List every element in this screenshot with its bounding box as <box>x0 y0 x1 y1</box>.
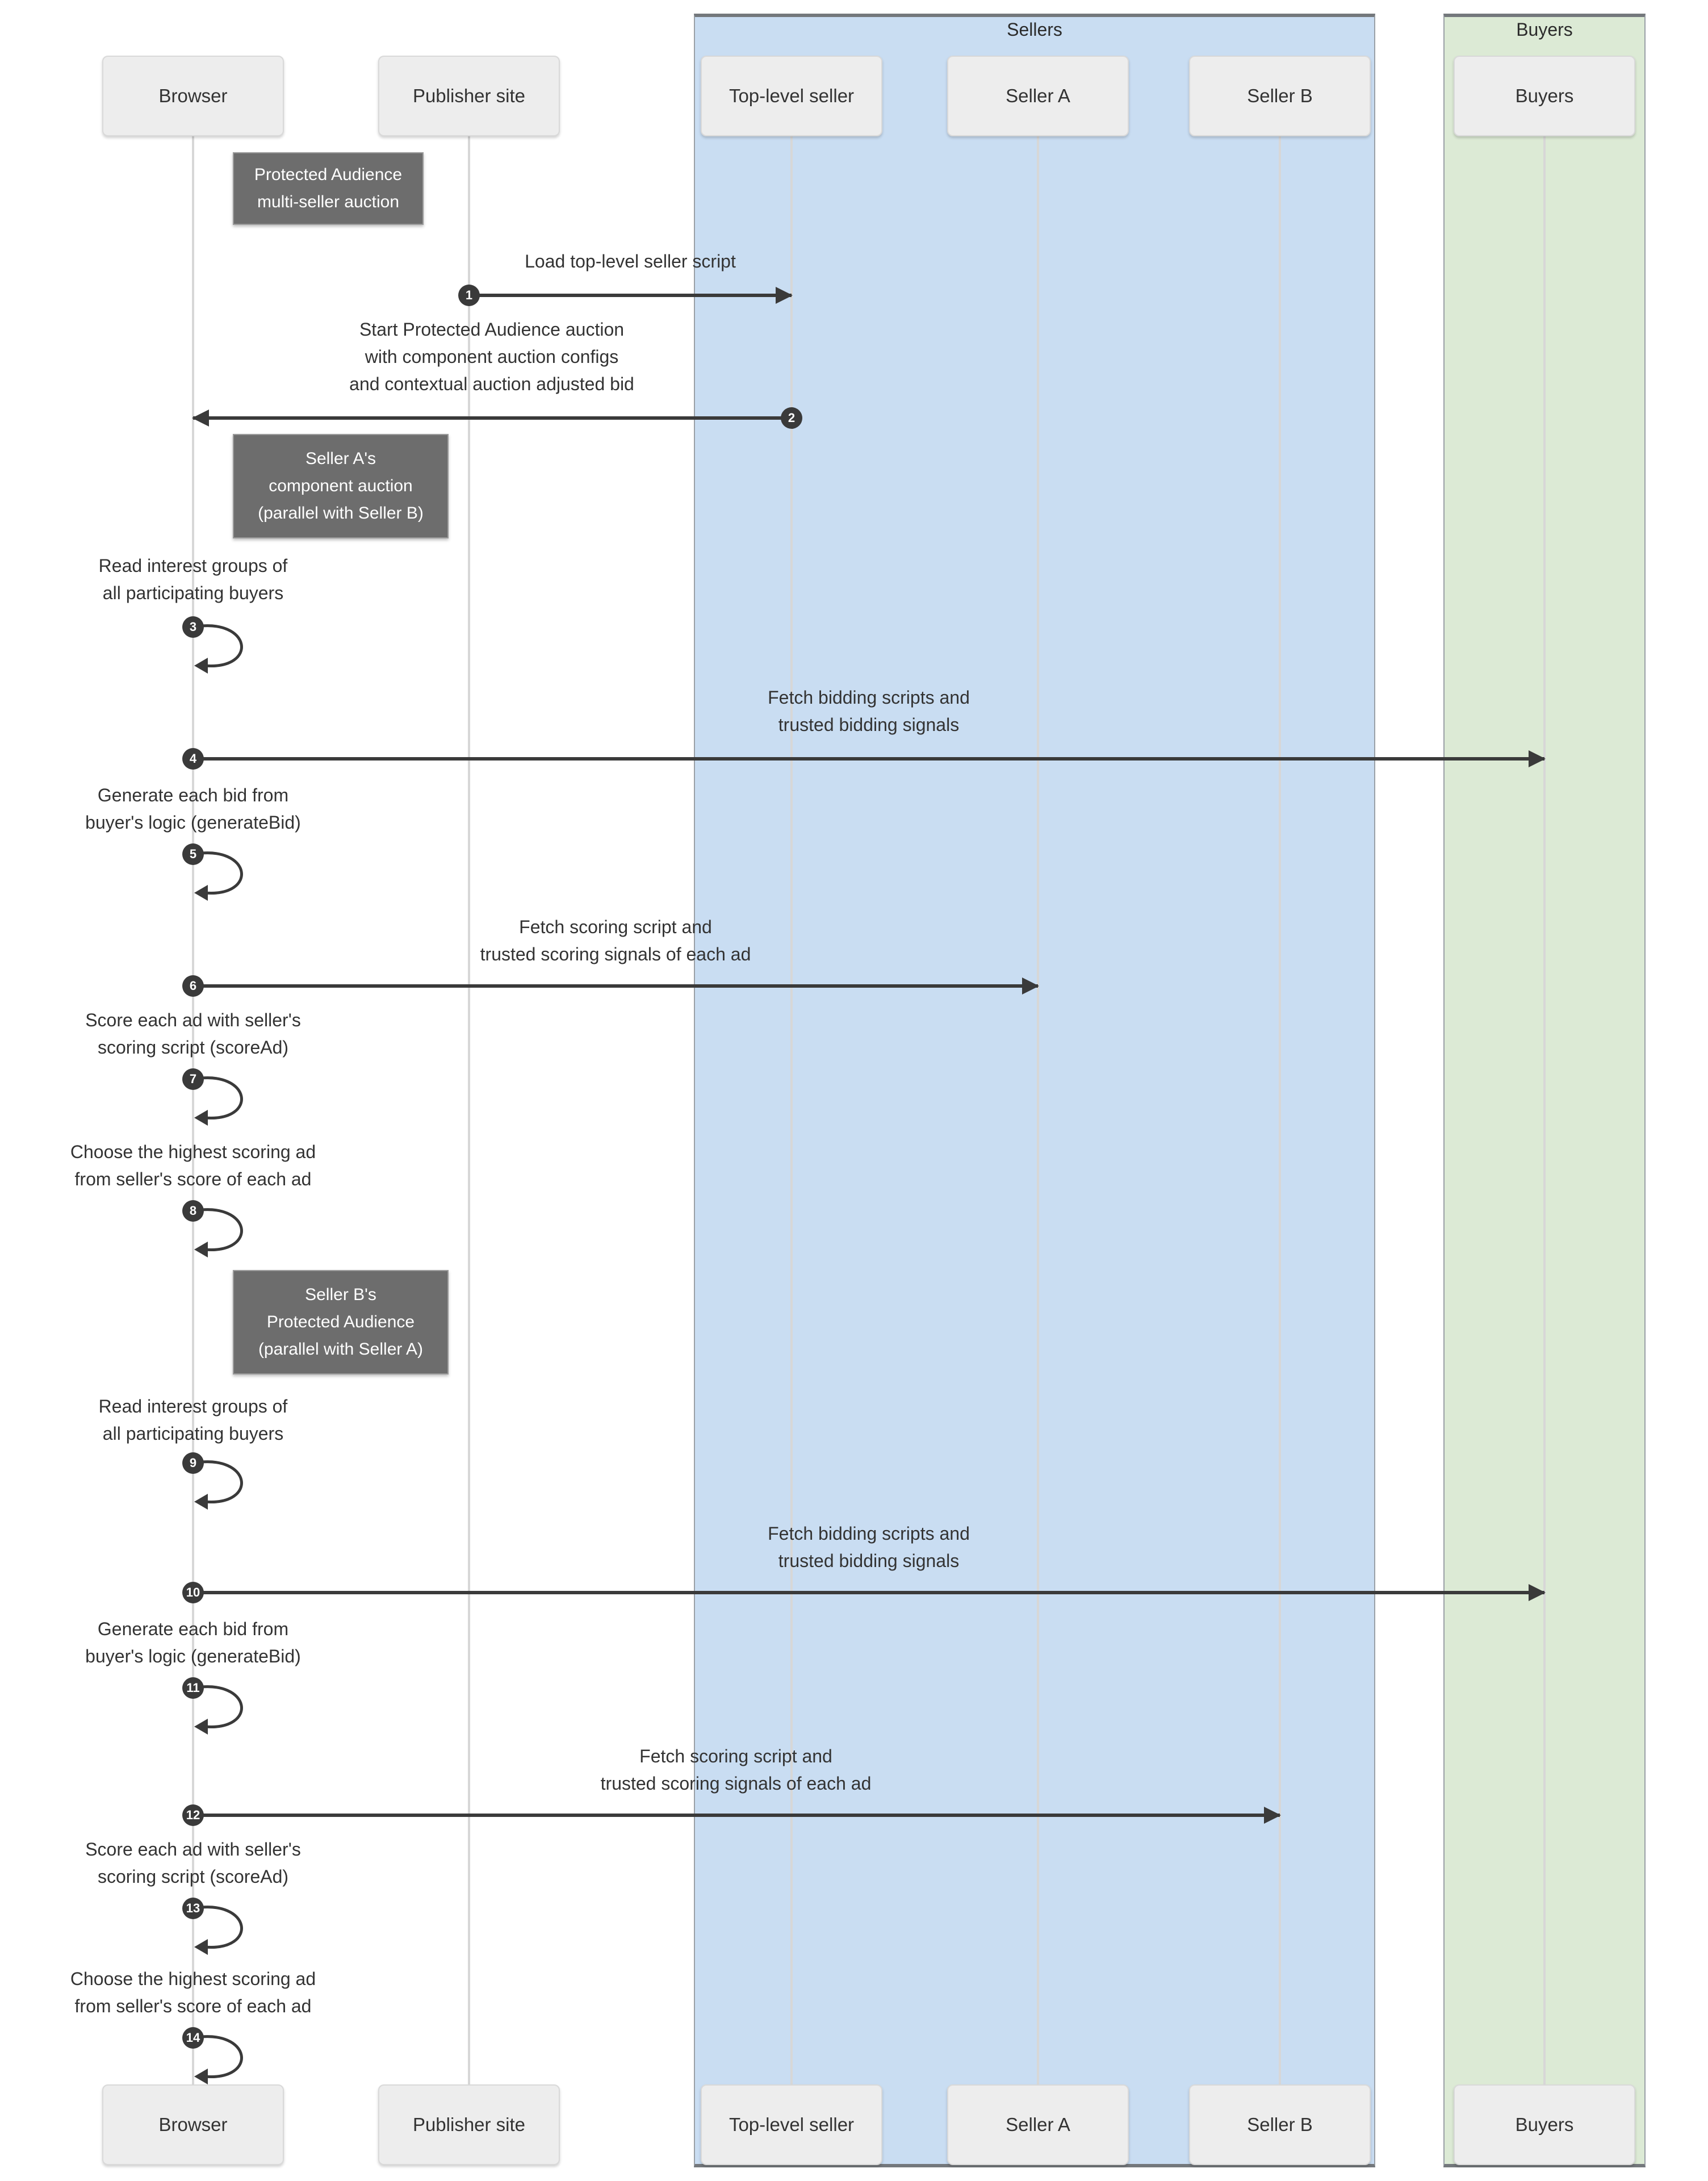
message-8-self-loop <box>192 1208 243 1257</box>
message-13-label: Score each ad with seller's scoring scri… <box>85 1839 301 1887</box>
actor-box-seller-a-bottom: Seller A <box>947 2084 1129 2165</box>
arrowhead-right-icon <box>776 287 793 304</box>
message-1-label: Load top-level seller script <box>525 251 736 271</box>
message-1-arrow <box>469 287 793 304</box>
message-11-label: Generate each bid from buyer's logic (ge… <box>85 1619 301 1666</box>
actor-box-browser-top: Browser <box>102 56 284 136</box>
arrowhead-right-icon <box>1022 977 1039 995</box>
actor-box-top-level-seller-bottom: Top-level seller <box>701 2084 882 2165</box>
arrowhead-right-icon <box>1529 1584 1546 1601</box>
message-14-label: Choose the highest scoring ad from selle… <box>70 1969 316 2016</box>
message-8-badge: 8 <box>182 1200 204 1222</box>
message-4-label: Fetch bidding scripts and trusted biddin… <box>768 687 970 735</box>
message-7-self-loop <box>192 1076 243 1126</box>
message-12-label: Fetch scoring script and trusted scoring… <box>600 1746 872 1794</box>
message-9-badge: 9 <box>182 1452 204 1474</box>
message-10-arrow <box>193 1584 1546 1601</box>
message-11-self-loop <box>192 1685 243 1735</box>
message-6-badge: 6 <box>182 975 204 997</box>
note-protected-audience-auction: Protected Audience multi-seller auction <box>233 152 424 225</box>
message-13-self-loop <box>192 1906 243 1955</box>
actor-box-seller-b-top: Seller B <box>1189 56 1371 136</box>
message-14-self-loop <box>192 2035 243 2084</box>
message-14-badge: 14 <box>182 2027 204 2049</box>
frame-sellers-title: Sellers <box>1007 19 1062 40</box>
lifeline-buyers <box>1543 136 1546 2084</box>
actor-box-buyers-bottom: Buyers <box>1454 2084 1635 2165</box>
message-3-self-loop <box>192 624 243 674</box>
message-2-badge: 2 <box>781 407 802 429</box>
message-12-arrow <box>193 1807 1281 1824</box>
message-5-label: Generate each bid from buyer's logic (ge… <box>85 785 301 833</box>
message-10-badge: 10 <box>182 1582 204 1603</box>
message-13-badge: 13 <box>182 1898 204 1919</box>
message-11-badge: 11 <box>182 1677 204 1699</box>
message-7-badge: 7 <box>182 1068 204 1090</box>
note-seller-a-component-auction: Seller A's component auction (parallel w… <box>233 434 449 538</box>
arrowhead-left-icon <box>192 410 209 427</box>
message-6-label: Fetch scoring script and trusted scoring… <box>480 917 751 964</box>
lifeline-seller-a <box>1037 136 1039 2084</box>
arrowhead-right-icon <box>1264 1807 1281 1824</box>
message-12-badge: 12 <box>182 1804 204 1826</box>
message-3-badge: 3 <box>182 616 204 638</box>
message-7-label: Score each ad with seller's scoring scri… <box>85 1010 301 1058</box>
message-6-arrow <box>193 977 1039 995</box>
message-9-label: Read interest groups of all participatin… <box>98 1396 288 1444</box>
actor-box-browser-bottom: Browser <box>102 2084 284 2165</box>
arrowhead-right-icon <box>1529 750 1546 767</box>
message-2-label: Start Protected Audience auction with co… <box>349 319 634 394</box>
lifeline-top-level-seller <box>790 136 793 2084</box>
message-2-arrow <box>192 410 792 427</box>
actor-box-buyers-top: Buyers <box>1454 56 1635 136</box>
actor-box-publisher-site-top: Publisher site <box>378 56 560 136</box>
actor-box-publisher-site-bottom: Publisher site <box>378 2084 560 2165</box>
note-seller-b-protected-audience: Seller B's Protected Audience (parallel … <box>233 1270 449 1374</box>
lifeline-browser <box>192 136 194 2084</box>
actor-box-seller-a-top: Seller A <box>947 56 1129 136</box>
frame-sellers <box>694 14 1375 2167</box>
actor-box-seller-b-bottom: Seller B <box>1189 2084 1371 2165</box>
message-8-label: Choose the highest scoring ad from selle… <box>70 1142 316 1189</box>
frame-buyers-title: Buyers <box>1516 19 1573 40</box>
message-1-badge: 1 <box>458 285 480 306</box>
lifeline-seller-b <box>1279 136 1281 2084</box>
message-3-label: Read interest groups of all participatin… <box>98 555 288 603</box>
message-4-badge: 4 <box>182 748 204 770</box>
message-10-label: Fetch bidding scripts and trusted biddin… <box>768 1523 970 1571</box>
lifeline-publisher-site <box>468 136 470 2084</box>
message-4-arrow <box>193 750 1546 767</box>
message-5-badge: 5 <box>182 843 204 865</box>
message-9-self-loop <box>192 1460 243 1510</box>
actor-box-top-level-seller-top: Top-level seller <box>701 56 882 136</box>
message-5-self-loop <box>192 851 243 901</box>
